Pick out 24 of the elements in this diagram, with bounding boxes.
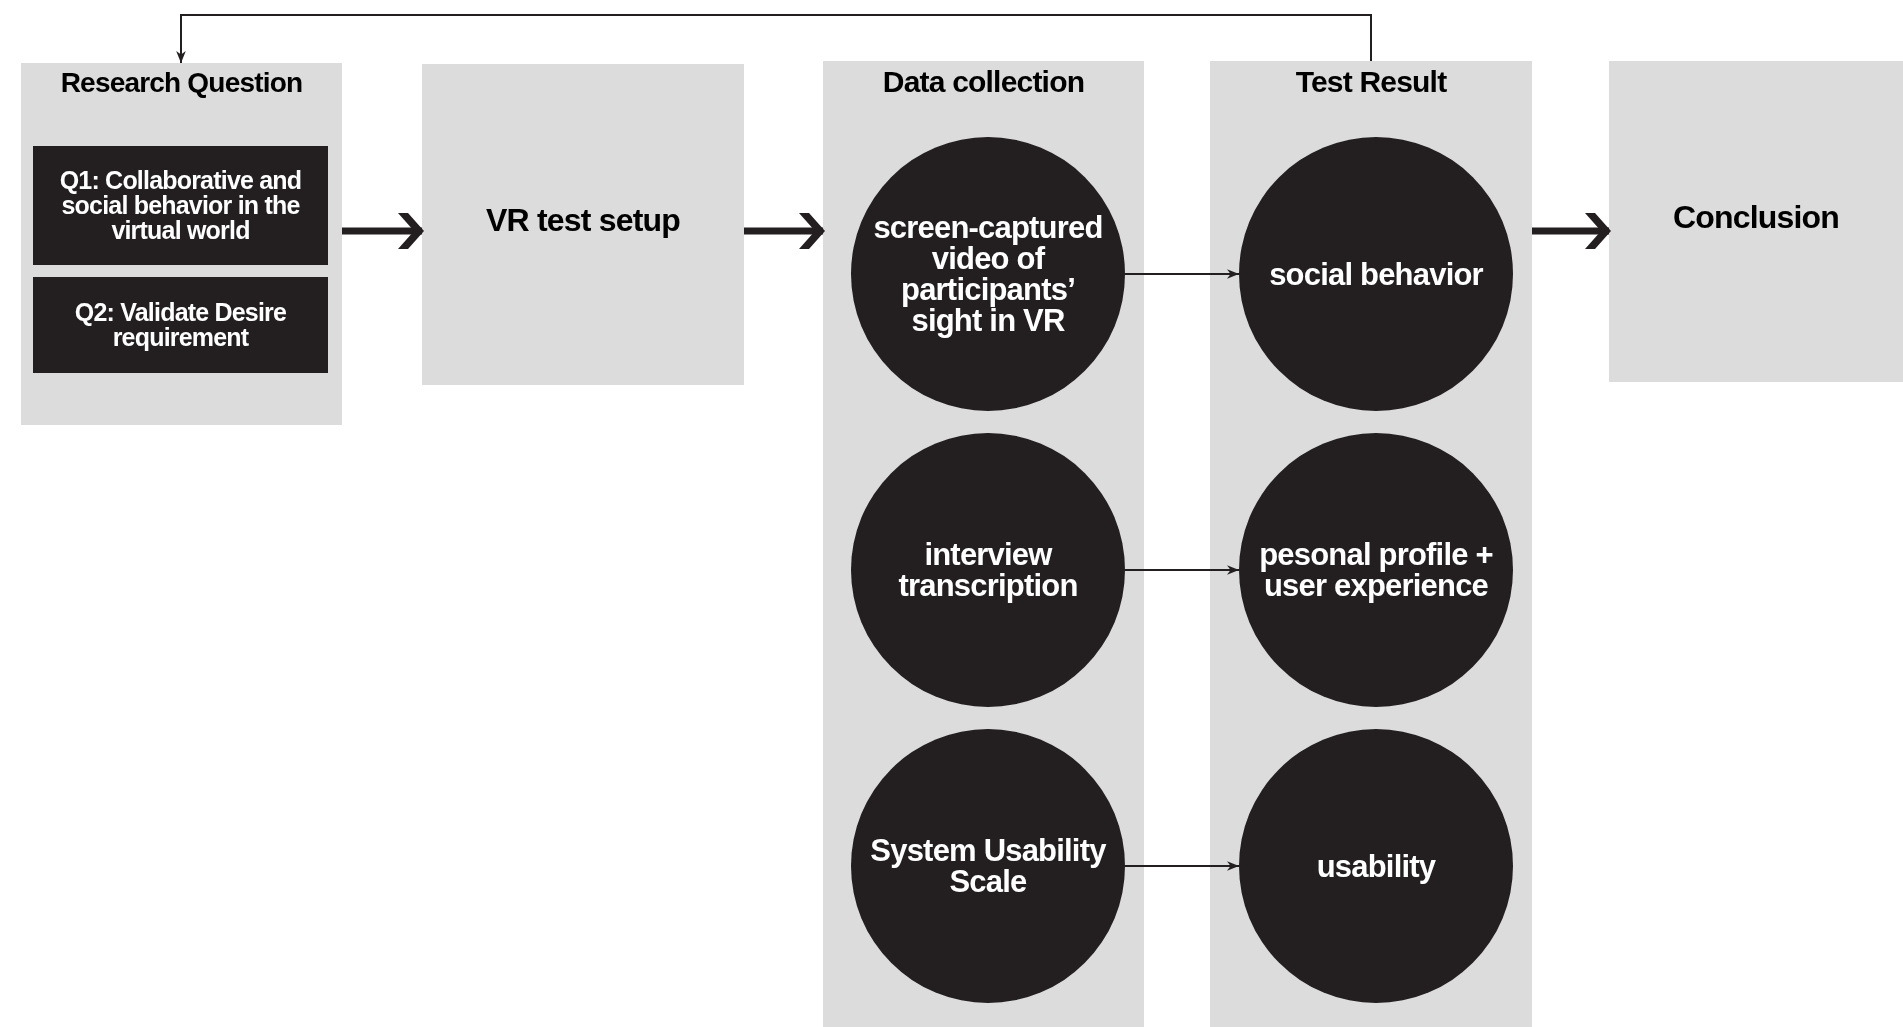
panel-box [823, 61, 1144, 1027]
node-label: screen-captured video of participants’ sight in VR [872, 212, 1104, 336]
arrow [176, 14, 1372, 64]
node-label: Q2: Validate Desire requirement [73, 300, 288, 350]
panel-heading: VR test setup [484, 203, 682, 236]
question-box [33, 277, 328, 373]
node-label: System Usability Scale [869, 835, 1107, 897]
panel-heading: Conclusion [1671, 200, 1841, 233]
arrow [1124, 861, 1240, 871]
node-label: usability [1315, 850, 1437, 882]
arrow [1124, 269, 1240, 279]
node-label: interview transcription [897, 539, 1079, 601]
question-box [33, 146, 328, 265]
panel-heading: Data collection [881, 67, 1086, 97]
panel-box [1210, 61, 1532, 1027]
panel-heading: Test Result [1294, 67, 1448, 97]
panel-heading: Research Question [59, 69, 304, 97]
panel-box [1609, 61, 1903, 382]
node-label: social behavior [1268, 258, 1484, 290]
node-label: Q1: Collaborative and social behavior in the virtual world [58, 168, 303, 243]
arrow [1124, 565, 1240, 575]
panel-box [422, 64, 744, 385]
node-label: pesonal profile + user experience [1258, 539, 1494, 601]
panel-box [21, 63, 342, 425]
